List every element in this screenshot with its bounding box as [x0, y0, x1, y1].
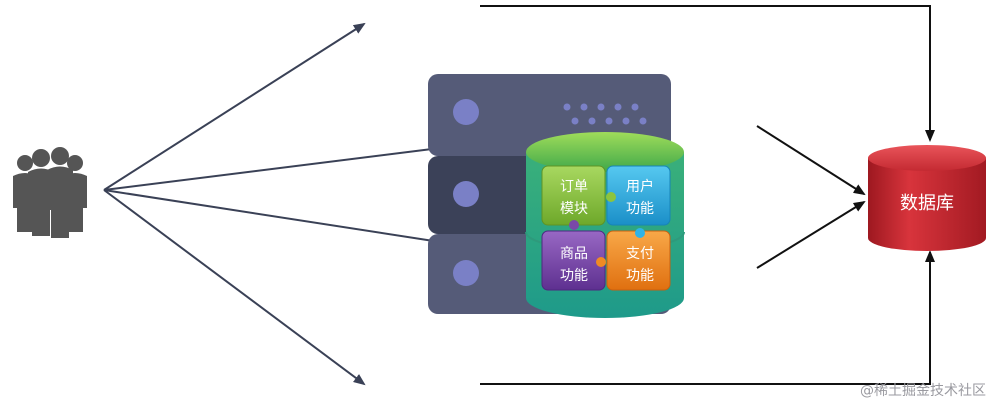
- db-arrows: [480, 5, 935, 385]
- database-icon: 数据库: [868, 145, 986, 251]
- module-order-line2: 模块: [560, 201, 588, 217]
- database-label: 数据库: [900, 193, 954, 214]
- watermark: @稀土掘金技术社区: [860, 383, 986, 399]
- module-payment-line1: 支付: [626, 246, 654, 262]
- module-payment: 支付 功能: [606, 230, 671, 291]
- users-group-icon: [13, 147, 87, 238]
- module-payment-line2: 功能: [626, 268, 654, 284]
- module-product-line1: 商品: [560, 246, 588, 262]
- module-user-line1: 用户: [626, 178, 654, 195]
- module-order-line1: 订单: [560, 179, 588, 195]
- module-user-line2: 功能: [626, 201, 654, 217]
- module-product-line2: 功能: [560, 268, 588, 284]
- module-product: 商品 功能: [541, 230, 606, 291]
- user-request-arrows: [103, 22, 441, 386]
- puzzle-connectors: [569, 192, 645, 267]
- module-user: 用户 功能: [606, 165, 671, 226]
- module-order: 订单 模块: [541, 165, 606, 226]
